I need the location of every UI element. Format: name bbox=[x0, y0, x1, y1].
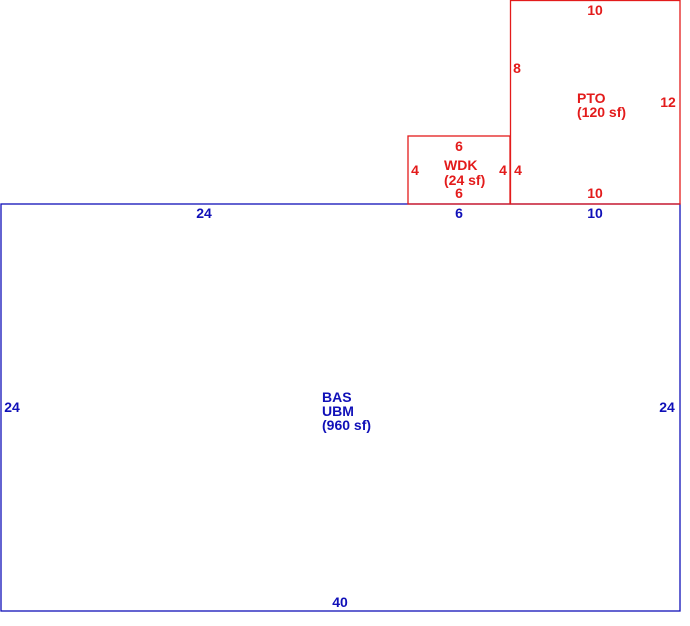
pto-dim-right: 12 bbox=[660, 94, 676, 110]
bas-dim-top-mid: 6 bbox=[455, 205, 463, 221]
wdk-code: WDK bbox=[444, 157, 477, 173]
bas-area-outline[interactable] bbox=[0, 203, 681, 612]
bas-area: (960 sf) bbox=[322, 417, 371, 433]
bas-code-1: BAS bbox=[322, 389, 352, 405]
bas-dim-top-right: 10 bbox=[587, 205, 603, 221]
bas-dim-right: 24 bbox=[659, 399, 675, 415]
pto-area: (120 sf) bbox=[577, 104, 626, 120]
pto-dim-bottom: 10 bbox=[587, 185, 603, 201]
bas-dim-bottom: 40 bbox=[332, 594, 348, 610]
bas-dim-top-left: 24 bbox=[196, 205, 212, 221]
wdk-dim-left: 4 bbox=[411, 162, 419, 178]
pto-dim-left-upper: 8 bbox=[513, 60, 521, 76]
wdk-dim-bottom: 6 bbox=[455, 185, 463, 201]
wdk-dim-right: 4 bbox=[499, 162, 507, 178]
bas-dim-left: 24 bbox=[4, 399, 20, 415]
pto-area-outline[interactable] bbox=[509, 0, 681, 205]
bas-code-2: UBM bbox=[322, 403, 354, 419]
pto-dim-top: 10 bbox=[587, 2, 603, 18]
pto-code: PTO bbox=[577, 90, 606, 106]
pto-dim-left-lower: 4 bbox=[514, 162, 522, 178]
wdk-dim-top: 6 bbox=[455, 138, 463, 154]
wdk-area: (24 sf) bbox=[444, 172, 485, 188]
